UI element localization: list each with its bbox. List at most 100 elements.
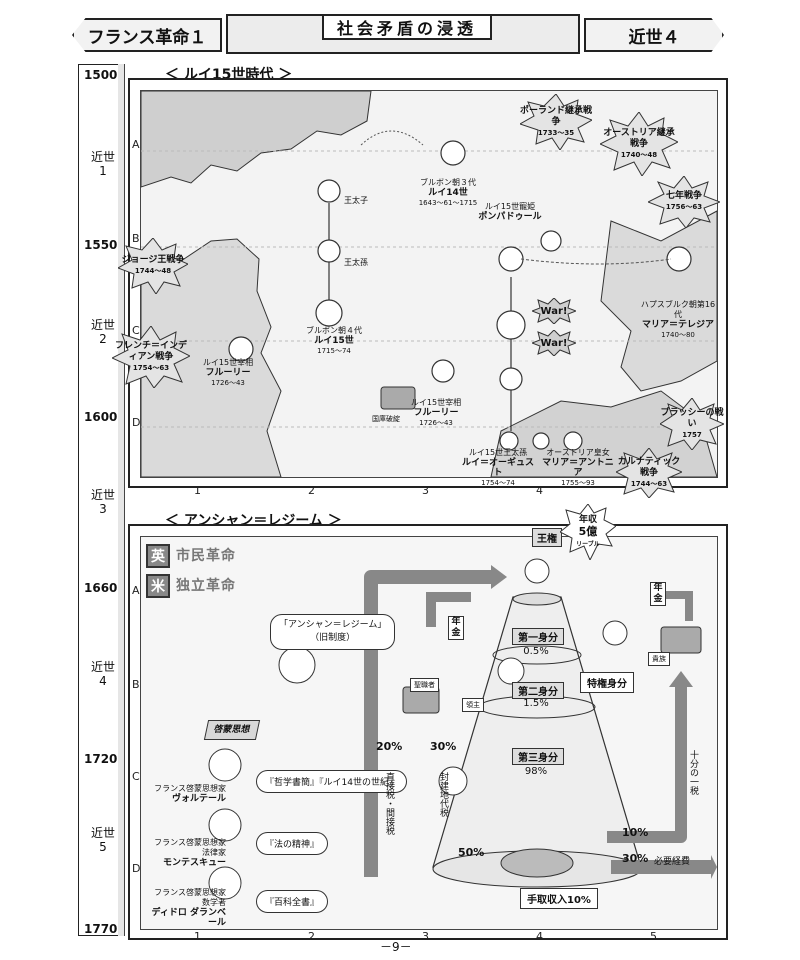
grandson-figure	[317, 239, 341, 263]
noble-chest	[660, 626, 702, 654]
tithe-10-pct: 10%	[622, 826, 649, 839]
net-income-label: 手取収入10%	[520, 888, 598, 909]
noble-figure	[602, 620, 628, 646]
diagram-svg	[208, 558, 717, 900]
tax-feudal: 封建地代税	[438, 772, 448, 817]
third-estate-pct: 98%	[524, 766, 548, 777]
timeline	[78, 64, 124, 936]
year-label: 1500	[84, 68, 118, 82]
enlightenment-label: 啓蒙思想	[203, 720, 261, 740]
second-estate-label: 第二身分	[512, 682, 564, 699]
montesquieu-figure	[208, 808, 242, 842]
era-label: 近世2	[90, 318, 115, 346]
louis14-figure	[440, 140, 466, 166]
montesquieu-caption: フランス啓蒙思想家 法律家モンテスキュー	[154, 838, 226, 868]
period-title: 近世４	[584, 18, 724, 52]
auguste-child-figure	[499, 367, 523, 391]
col-label: 5	[650, 930, 657, 943]
second-estate-pct: 1.5%	[523, 698, 549, 709]
pension-right-label: 年金	[650, 582, 666, 606]
grain-sacks	[500, 848, 574, 878]
louis15-figure	[315, 299, 343, 327]
row-label: D	[132, 416, 141, 429]
row-label: D	[132, 862, 141, 875]
crown-prince-figure	[317, 179, 341, 203]
row-label: C	[132, 324, 140, 337]
england-kanji: 英	[146, 544, 170, 568]
expense-30-pct: 30%	[622, 852, 649, 865]
royal-power-label: 王権	[532, 528, 562, 547]
fleury2-figure	[431, 359, 455, 383]
citizen-revolution-label: 市民革命	[176, 548, 236, 564]
tithe-label: 十分の一税	[688, 750, 698, 795]
britain-landmass	[140, 90, 372, 188]
fleury-figure	[228, 336, 254, 362]
noble-label: 貴族	[648, 652, 670, 666]
tax-50-pct: 50%	[458, 846, 485, 859]
war-burst-2: War!	[532, 330, 576, 356]
independence-revolution-label: 独立革命	[176, 578, 236, 594]
page-title-box: 社会矛盾の浸透	[226, 14, 580, 54]
diderot-works: 『百科全書』	[256, 890, 329, 913]
page-number: －9－	[380, 940, 412, 954]
year-label: 1720	[84, 752, 118, 766]
year-label: 1550	[84, 238, 118, 252]
row-label: B	[132, 232, 140, 245]
page-title: 社会矛盾の浸透	[322, 16, 492, 40]
treasury-caption: 国庫破綻	[372, 415, 400, 423]
antoinette-figure	[563, 431, 583, 451]
king-figure	[524, 558, 550, 584]
lord-label: 領主	[462, 698, 484, 712]
voltaire-figure	[208, 748, 242, 782]
col-label: 3	[422, 484, 429, 497]
pension-left-label: 年金	[448, 616, 464, 640]
pension-right-arrow	[661, 591, 693, 621]
tax-20-pct: 20%	[376, 740, 403, 753]
voltaire-caption: フランス啓蒙思想家ヴォルテール	[154, 784, 226, 804]
col-label: 3	[422, 930, 429, 943]
timeline-rail	[118, 64, 125, 936]
col-label: 4	[536, 484, 543, 497]
chapter-title: フランス革命１	[72, 18, 222, 52]
col-label: 2	[308, 930, 315, 943]
first-estate-pct: 0.5%	[523, 646, 549, 657]
louis15b-figure	[496, 310, 526, 340]
theresa-figure	[666, 246, 692, 272]
society-figure	[278, 646, 316, 684]
tax-30-pct: 30%	[430, 740, 457, 753]
row-label: B	[132, 678, 140, 691]
top-panel	[128, 78, 728, 488]
row-label: C	[132, 770, 140, 783]
col-label: 4	[536, 930, 543, 943]
era-label: 近世3	[90, 488, 115, 516]
first-estate-label: 第一身分	[512, 628, 564, 645]
america-kanji: 米	[146, 574, 170, 598]
row-label: A	[132, 138, 140, 151]
map-svg	[140, 90, 718, 478]
era-label: 近世4	[90, 660, 115, 688]
era-label: 近世5	[90, 826, 115, 854]
col-label: 1	[194, 484, 201, 497]
treasury-chest	[380, 386, 416, 410]
col-label: 2	[308, 484, 315, 497]
col-label: 1	[194, 930, 201, 943]
tax-direct-indirect: 直接税・間接税	[384, 772, 394, 835]
pompadour-caption: ルイ15世寵姫ポンパドゥール	[478, 202, 542, 222]
year-label: 1660	[84, 581, 118, 595]
clergy-figure	[497, 657, 525, 685]
montesquieu-works: 『法の精神』	[256, 832, 329, 855]
